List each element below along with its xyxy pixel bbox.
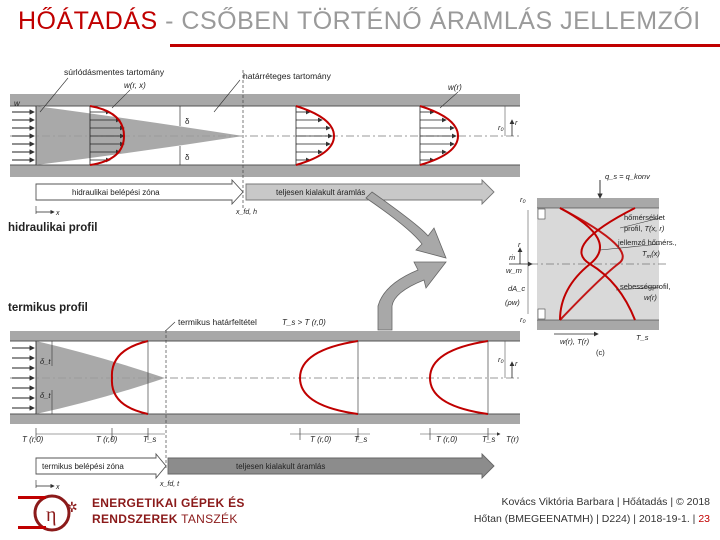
hydraulic-pipe bbox=[10, 70, 520, 208]
detail-temp-profile-1: hőmérséklet bbox=[624, 213, 666, 222]
page-number: 23 bbox=[698, 513, 710, 525]
velocity-curve-2 bbox=[580, 207, 636, 321]
thermal-T-r0-3: T (r,0) bbox=[310, 435, 332, 444]
title-part2: CSŐBEN TÖRTÉNŐ ÁRAMLÁS JELLEMZŐI bbox=[181, 7, 701, 35]
hydraulic-section-title: hidraulikai profil bbox=[8, 222, 97, 234]
logo-mark-icon: η ✲ bbox=[18, 494, 78, 532]
label-delta-bottom: δ bbox=[185, 153, 190, 162]
detail-dAc: dA_c bbox=[508, 284, 525, 293]
thermal-label-xfdt: x_fd, t bbox=[159, 481, 180, 488]
thermal-pipe bbox=[10, 330, 520, 468]
footer-line1: Kovács Viktória Barbara | Hőátadás | © 2… bbox=[501, 496, 710, 508]
boundary-layer-wedge bbox=[36, 106, 243, 165]
thermal-entry-label: termikus belépési zóna bbox=[42, 462, 124, 471]
detail-c: (c) bbox=[596, 348, 605, 357]
velocity-profile-2 bbox=[295, 105, 336, 166]
detail-ro-bottom: r₀ bbox=[520, 315, 526, 324]
detail-mean-temp-1: jellemző hőmérs., bbox=[617, 238, 677, 247]
label-r: r bbox=[515, 118, 518, 127]
label-frictionless: súrlódásmentes tartomány bbox=[64, 67, 165, 77]
detail-Ts: T_s bbox=[636, 333, 649, 342]
detail-mean-temp-2: Tm(x) bbox=[642, 249, 660, 260]
svg-text:✲: ✲ bbox=[66, 500, 78, 516]
thermal-r: r bbox=[515, 359, 518, 368]
label-w-rx: w(r, x) bbox=[124, 81, 146, 90]
thermal-entry-arrow: termikus belépési zóna bbox=[35, 452, 167, 480]
pipe-wall-bottom bbox=[10, 165, 520, 177]
label-xfdh: x_fd, h bbox=[235, 209, 257, 216]
pipe-wall-top bbox=[10, 94, 520, 106]
title-underline bbox=[170, 44, 720, 47]
thermal-ro: r₀ bbox=[498, 355, 504, 364]
thermal-T-r0-1: T (r,0) bbox=[22, 435, 44, 444]
detail-velocity-1: sebességprofil, bbox=[620, 282, 670, 291]
thermal-developed-arrow: teljesen kialakult áramlás bbox=[167, 452, 495, 480]
label-boundary: határréteges tartomány bbox=[243, 71, 332, 81]
label-delta-top: δ bbox=[185, 117, 190, 126]
detail-pipe-section bbox=[509, 180, 666, 337]
inlet-arrows bbox=[12, 109, 35, 163]
slide-title: HŐÁTADÁS - CSŐBEN TÖRTÉNŐ ÁRAMLÁS JELLEM… bbox=[18, 6, 718, 36]
hydraulic-entry-label: hidraulikai belépési zóna bbox=[72, 188, 160, 197]
velocity-profile-1 bbox=[89, 105, 126, 166]
thermal-developed-label: teljesen kialakult áramlás bbox=[236, 462, 325, 471]
detail-ro-top: r₀ bbox=[520, 195, 526, 204]
thermal-section-title: termikus profil bbox=[8, 302, 88, 314]
logo-line2-bold: RENDSZEREK bbox=[92, 512, 178, 526]
thermal-condition-eq: T_s > T (r,0) bbox=[282, 318, 326, 327]
label-w-r: w(r) bbox=[448, 83, 462, 92]
velocity-profile-3 bbox=[419, 105, 460, 166]
department-logo: η ✲ ENERGETIKAI GÉPEK ÉS RENDSZEREK TANS… bbox=[12, 492, 244, 532]
footer-course: Hőtan (BMEGEENATMH) | D224) | 2018-19-1.… bbox=[473, 513, 699, 525]
thermal-Ts-3: T_s bbox=[482, 435, 495, 444]
detail-temp-profile-2: profil, T(x, r) bbox=[624, 224, 665, 233]
connector-arrow-top bbox=[365, 191, 447, 259]
footer: Kovács Viktória Barbara | Hőátadás | © 2… bbox=[474, 494, 710, 528]
title-part1: HŐÁTADÁS bbox=[18, 7, 158, 35]
hydraulic-entry-arrow: hidraulikai belépési zóna bbox=[35, 178, 244, 206]
detail-bottom: w(r), T(r) bbox=[560, 337, 590, 346]
detail-r: r bbox=[518, 240, 521, 249]
detail-pw: (ρw) bbox=[505, 298, 520, 307]
hydraulic-developed-label: teljesen kialakult áramlás bbox=[276, 188, 365, 197]
thermal-T-r0-2: T (r,0) bbox=[96, 435, 118, 444]
thermal-Ts-2: T_s bbox=[354, 435, 367, 444]
footer-line2: Hőtan (BMEGEENATMH) | D224) | 2018-19-1.… bbox=[474, 511, 710, 528]
logo-line1: ENERGETIKAI GÉPEK ÉS bbox=[92, 496, 245, 510]
label-x-top: x bbox=[55, 210, 60, 217]
thermal-T-r0-4: T (r,0) bbox=[436, 435, 458, 444]
detail-heat-flux: q_s = q_konv bbox=[605, 172, 651, 181]
svg-text:η: η bbox=[46, 504, 56, 526]
detail-velocity-2: w(r) bbox=[644, 293, 657, 302]
temp-profile-2 bbox=[298, 340, 359, 415]
logo-line2: RENDSZEREK TANSZÉK bbox=[92, 512, 238, 526]
detail-wm: w_m bbox=[506, 266, 522, 275]
label-ro: r₀ bbox=[498, 123, 504, 132]
detail-mdot: ṁ bbox=[509, 253, 515, 262]
thermal-delta-top: δ_t bbox=[40, 357, 51, 366]
title-separator: - bbox=[157, 7, 182, 35]
label-w: w bbox=[14, 99, 21, 108]
thermal-Ts-1: T_s bbox=[143, 435, 156, 444]
thermal-label-x: x bbox=[55, 484, 60, 491]
thermal-delta-bottom: δ_t bbox=[40, 391, 51, 400]
connector-arrow-bottom bbox=[377, 261, 447, 331]
velocity-curve bbox=[559, 207, 624, 321]
thermal-boundary-condition: termikus határfeltétel bbox=[178, 317, 257, 327]
temp-profile-1 bbox=[110, 340, 149, 415]
hydraulic-developed-arrow: teljesen kialakult áramlás bbox=[245, 178, 495, 206]
thermal-boundary-wedge bbox=[36, 341, 165, 414]
thermal-T-r: T(r) bbox=[506, 435, 519, 444]
logo-line2-thin: TANSZÉK bbox=[177, 512, 238, 526]
temp-profile-3 bbox=[428, 340, 489, 415]
